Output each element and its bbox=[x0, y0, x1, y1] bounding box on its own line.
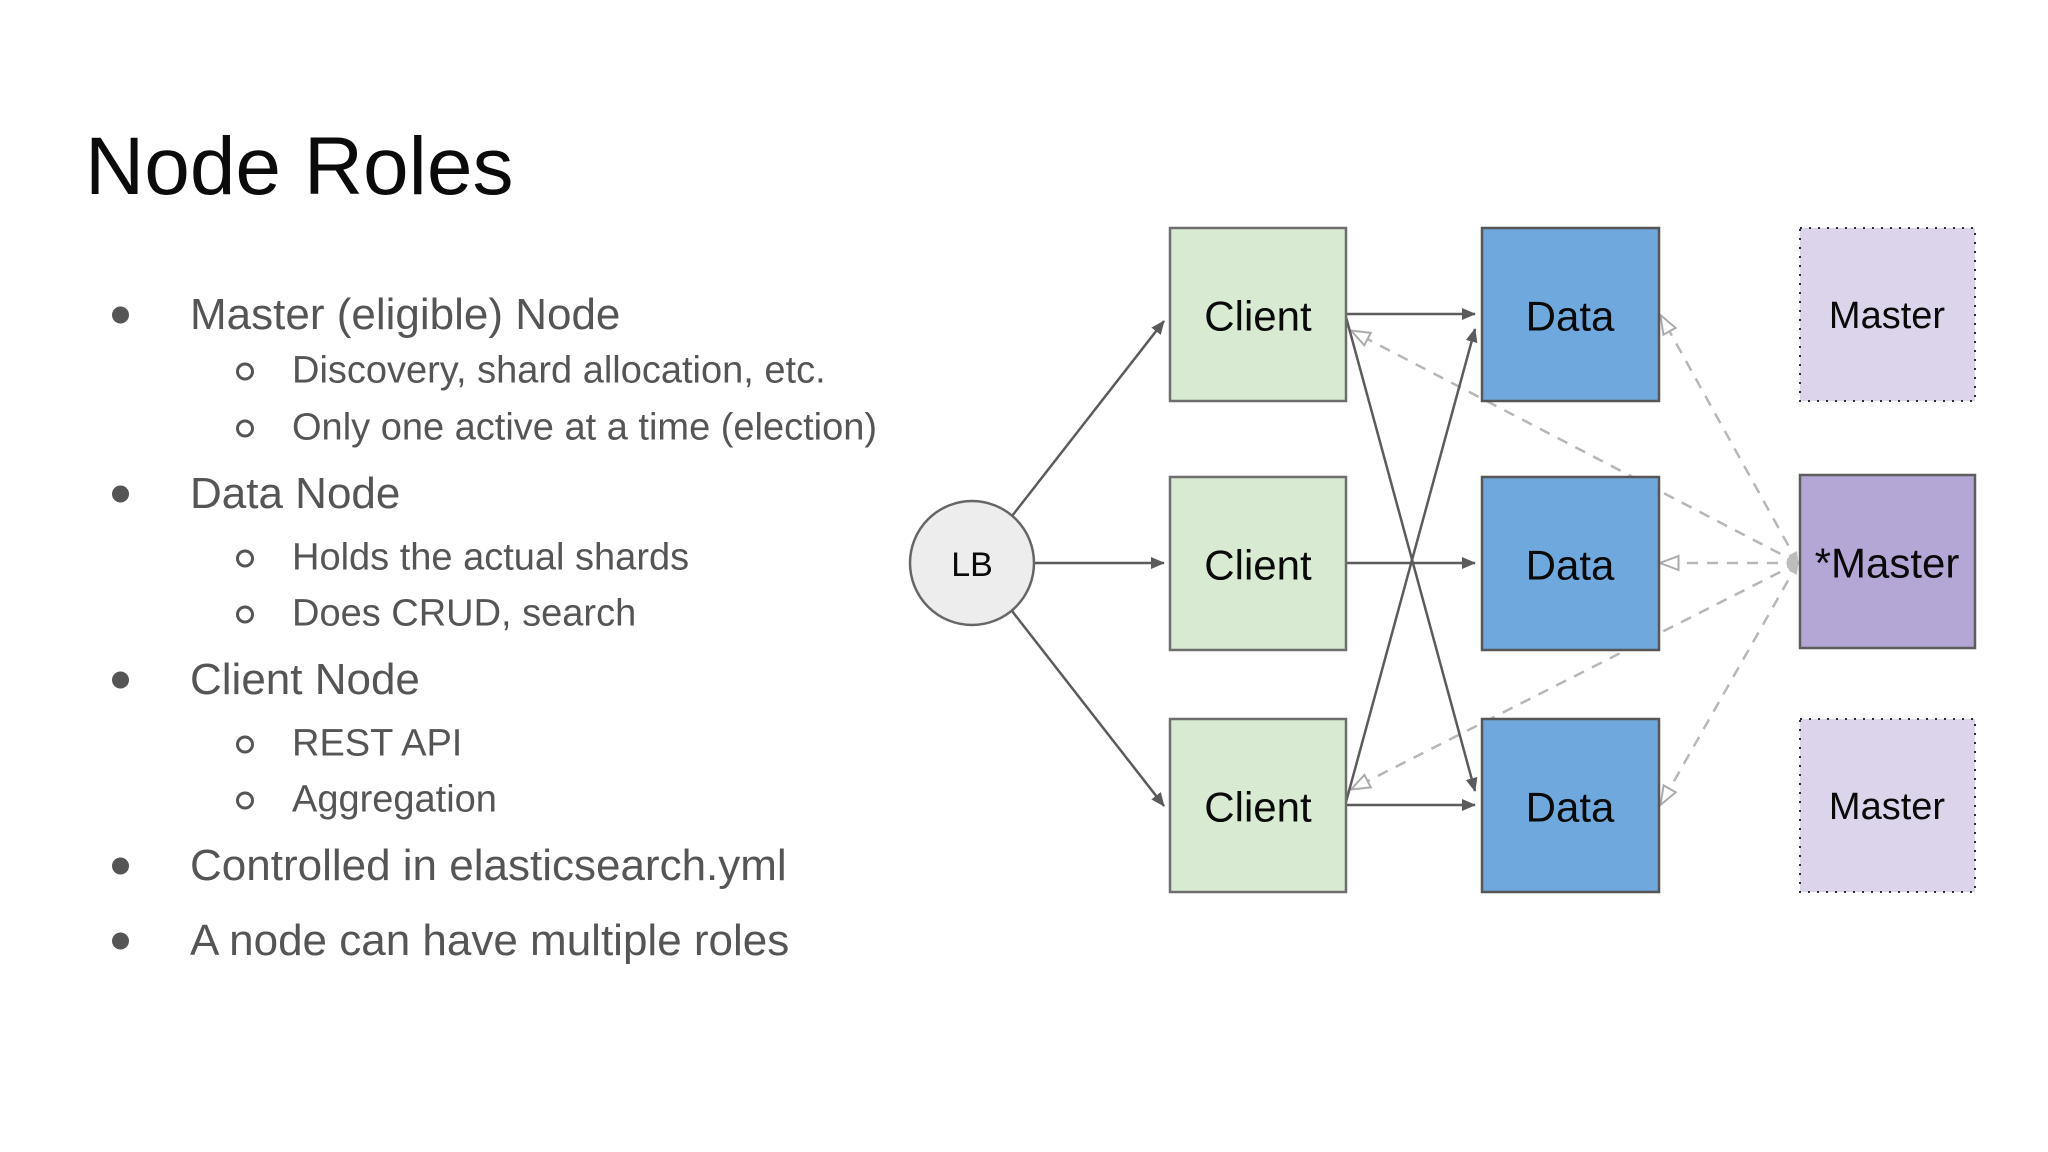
bullet-dot-icon bbox=[112, 857, 129, 875]
bullet-item: Data Node bbox=[112, 469, 401, 519]
bullet-text: Data Node bbox=[190, 469, 401, 518]
bullet-dot-icon bbox=[112, 306, 129, 324]
data-node-1 bbox=[1480, 226, 1661, 403]
bullet-item: Does CRUD, search bbox=[236, 592, 637, 636]
bullet-text: Does CRUD, search bbox=[292, 592, 637, 635]
arrow-client1-data3 bbox=[1344, 316, 1478, 792]
bullet-item: REST API bbox=[236, 722, 463, 766]
bullet-text: Aggregation bbox=[292, 778, 497, 821]
data-node-label: Data bbox=[1526, 293, 1615, 340]
master-eligible-node-top bbox=[1799, 227, 1976, 402]
bullet-dot-icon bbox=[112, 671, 129, 689]
arrow-client3-data1 bbox=[1344, 328, 1478, 803]
master-eligible-node-bottom bbox=[1799, 718, 1976, 893]
client-node-label: Client bbox=[1204, 784, 1312, 831]
lb-node bbox=[908, 499, 1036, 627]
client-node-label: Client bbox=[1204, 542, 1312, 589]
data-node-2 bbox=[1480, 475, 1661, 652]
bullet-circle-icon bbox=[236, 735, 254, 753]
bullet-circle-icon bbox=[236, 419, 254, 437]
dashed-link-master-data1 bbox=[1659, 312, 1800, 564]
bullet-text: Holds the actual shards bbox=[292, 536, 690, 579]
data-node-3 bbox=[1480, 717, 1661, 894]
bullet-item: Controlled in elasticsearch.yml bbox=[112, 841, 787, 891]
bullet-item: Holds the actual shards bbox=[236, 536, 690, 580]
arrow-lb-client1 bbox=[1011, 320, 1165, 517]
bullet-circle-icon bbox=[236, 791, 254, 809]
data-node-label: Data bbox=[1526, 542, 1615, 589]
bullet-text: Discovery, shard allocation, etc. bbox=[292, 349, 826, 392]
bullet-text: REST API bbox=[292, 722, 463, 765]
bullet-item: Discovery, shard allocation, etc. bbox=[236, 349, 826, 393]
client-node-1 bbox=[1168, 226, 1348, 403]
client-node-label: Client bbox=[1204, 293, 1312, 340]
page-title: Node Roles bbox=[85, 121, 514, 212]
bullet-text: Master (eligible) Node bbox=[190, 290, 621, 339]
bullet-dot-icon bbox=[112, 485, 129, 503]
master-node-label: *Master bbox=[1815, 540, 1960, 587]
bullet-dot-icon bbox=[112, 932, 129, 950]
bullet-list: Master (eligible) Node Discovery, shard … bbox=[0, 0, 1000, 1152]
bullet-item: Client Node bbox=[112, 655, 420, 705]
client-node-2 bbox=[1168, 475, 1348, 652]
dashed-link-master-data3 bbox=[1659, 562, 1800, 808]
bullet-circle-icon bbox=[236, 549, 254, 567]
bullet-item: A node can have multiple roles bbox=[112, 916, 790, 966]
bullet-item: Master (eligible) Node bbox=[112, 290, 621, 340]
bullet-circle-icon bbox=[236, 605, 254, 623]
master-active-node bbox=[1798, 473, 1977, 650]
bullet-item: Aggregation bbox=[236, 778, 497, 822]
arrow-lb-client3 bbox=[1011, 610, 1165, 807]
bullet-text: Only one active at a time (election) bbox=[292, 406, 878, 449]
master-node-label: Master bbox=[1829, 295, 1945, 337]
client-node-3 bbox=[1168, 717, 1348, 894]
bullet-text: A node can have multiple roles bbox=[190, 916, 790, 965]
bullet-circle-icon bbox=[236, 362, 254, 380]
data-node-label: Data bbox=[1526, 784, 1615, 831]
bullet-text: Client Node bbox=[190, 655, 420, 704]
bullet-item: Only one active at a time (election) bbox=[236, 406, 878, 450]
bullet-text: Controlled in elasticsearch.yml bbox=[190, 841, 787, 890]
master-node-label: Master bbox=[1829, 786, 1945, 828]
lb-label: LB bbox=[951, 546, 993, 584]
